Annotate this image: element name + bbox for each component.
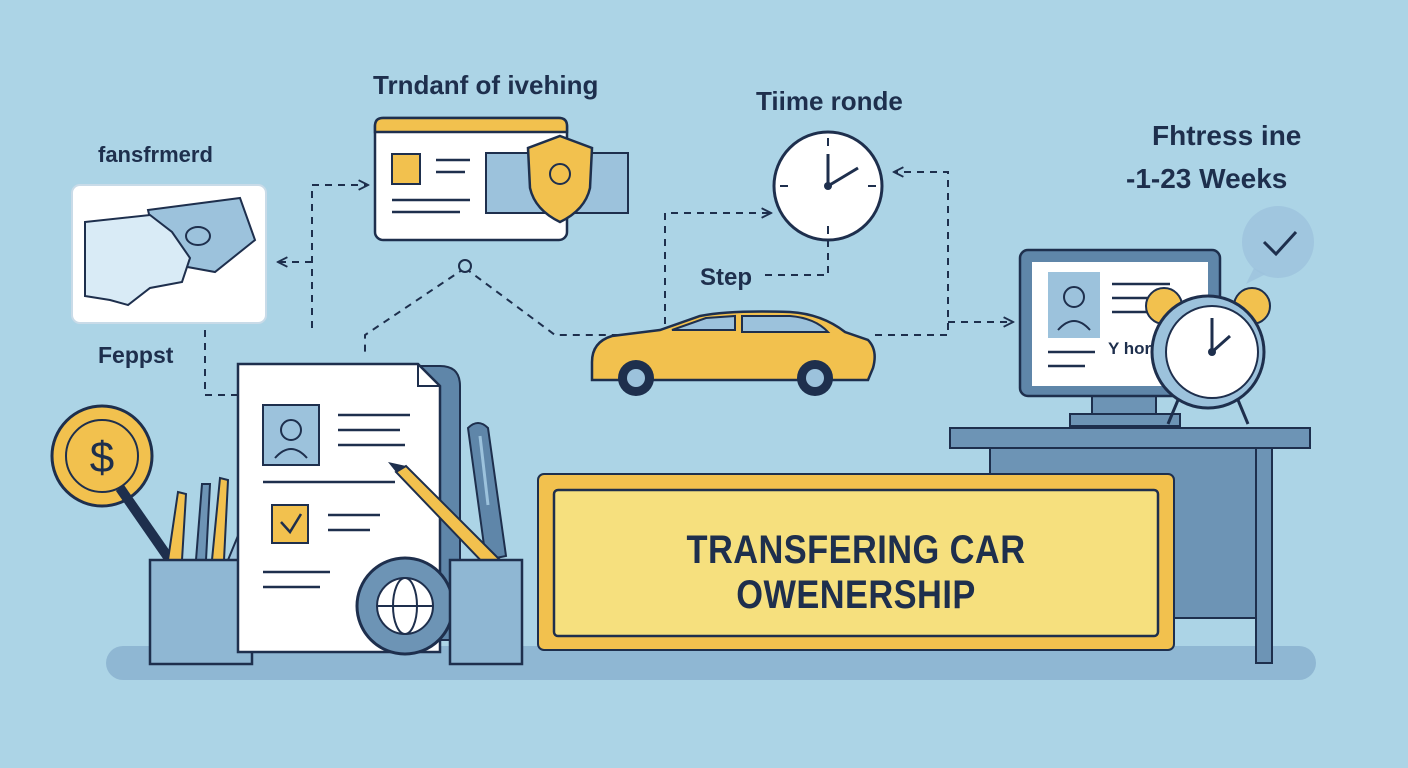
pencil-cup — [148, 558, 254, 666]
vehicle-document-card — [373, 116, 629, 242]
car-icon — [590, 310, 876, 396]
hand-money-card — [71, 184, 267, 324]
globe-seal-icon — [355, 556, 455, 656]
dollar-coin-icon: $ — [50, 404, 154, 508]
monitor-screen-text: Y hor — [1108, 339, 1152, 358]
pen-icon — [466, 422, 508, 562]
banner-title: TRANSFERING CAR OWENERSHIP — [686, 528, 1026, 617]
label-transferred: fansfrmerd — [98, 142, 213, 167]
alarm-clock-icon — [1145, 287, 1271, 425]
label-step: Step — [700, 264, 753, 291]
clock-icon — [772, 130, 884, 242]
label-time-frame: Tiime ronde — [756, 86, 903, 116]
label-fitness-line: Fhtress ine — [1152, 120, 1302, 151]
label-duration: -1-23 Weeks — [1126, 163, 1288, 194]
dashed-connectors — [204, 172, 1012, 396]
label-deposit: Feppst — [98, 342, 174, 368]
check-bubble-icon — [1242, 206, 1314, 284]
right-cup — [448, 558, 524, 666]
svg-text:$: $ — [90, 433, 114, 482]
title-banner — [537, 473, 1175, 651]
label-transfer-of-vehicle: Trndanf of ivehing — [373, 70, 599, 100]
